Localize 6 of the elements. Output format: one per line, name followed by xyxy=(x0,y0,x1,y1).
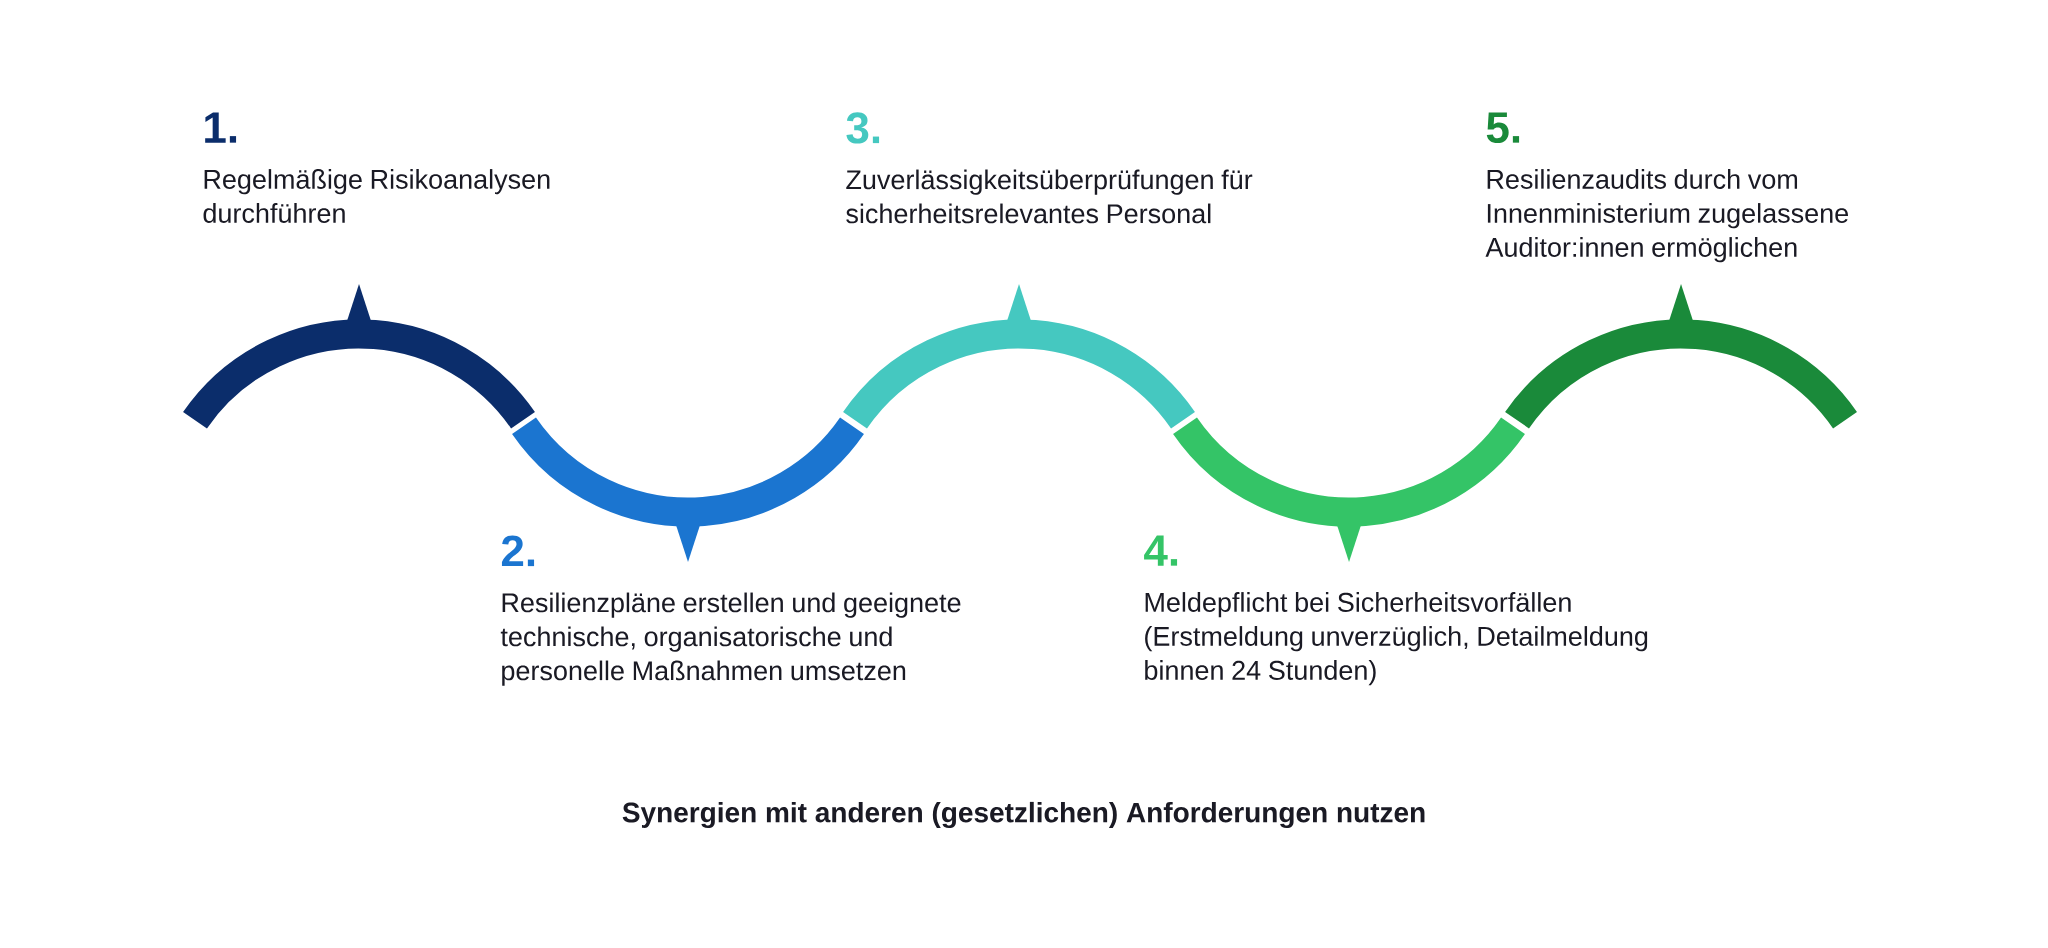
step-label: 5. Resilienzaudits durch vom Innenministerium zugelassene Auditor:innen ermöglichen xyxy=(1485,112,1848,263)
step-label: 4. Meldepflicht bei Sicherheitsvorfällen (Erstmeldung unverzüglich, Detailmeldung binnen 24 Stunden) xyxy=(1144,535,1648,686)
caption: Synergien mit anderen (gesetzlichen) Anforderungen nutzen xyxy=(622,801,1425,829)
step-label: 3. Zuverlässigkeitsüberprüfungen für sicherheitsrelevantes Personal xyxy=(846,112,1253,224)
step-label: 1. Regelmäßige Risikoanalysen durchführen xyxy=(203,112,550,223)
step-label: 2. Resilienzpläne erstellen und geeignete technische, organisatorische und personelle Maßnahmen umsetzen xyxy=(500,535,961,686)
